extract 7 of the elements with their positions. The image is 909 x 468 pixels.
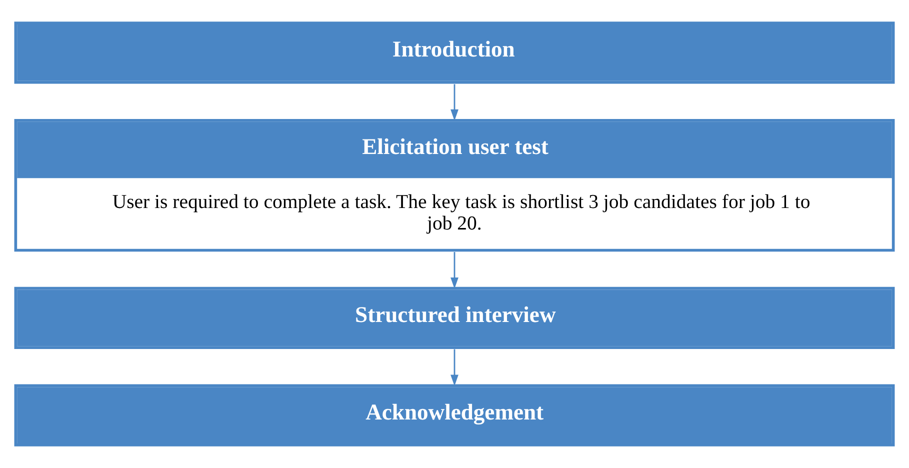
arrow [450,349,458,386]
node-box: Structured interview [14,286,895,349]
node-box: Acknowledgement [14,384,895,446]
node-box: Elicitation user test User is required to complete a task. The key task is shortlist 3 job candidates for job 1 to job 20. [14,119,895,252]
node-box: Introduction [14,22,895,84]
arrow [450,84,458,121]
arrow [450,252,458,289]
